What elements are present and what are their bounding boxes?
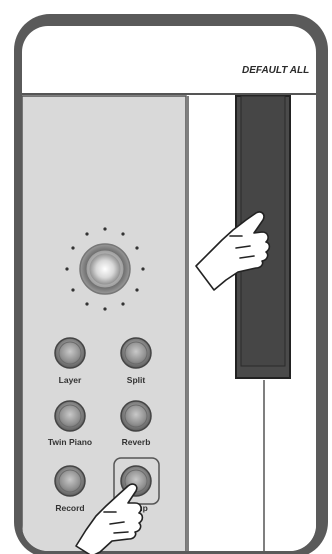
- pointing-hand-icon: [75, 483, 144, 554]
- record-button[interactable]: [54, 465, 86, 497]
- value-dial[interactable]: [79, 243, 131, 295]
- layer-label: Layer: [59, 375, 82, 385]
- reverb-button[interactable]: [120, 400, 152, 432]
- record-label: Record: [55, 503, 84, 513]
- layer-button[interactable]: [54, 337, 86, 369]
- dial-indicator-dots: [65, 227, 145, 311]
- reverb-label: Reverb: [122, 437, 151, 447]
- pointing-hand-icon: [195, 211, 271, 291]
- control-panel: [22, 95, 187, 551]
- twin-piano-label: Twin Piano: [48, 437, 92, 447]
- twin-piano-button[interactable]: [54, 400, 86, 432]
- default-all-label: DEFAULT ALL: [242, 65, 309, 76]
- split-label: Split: [127, 375, 146, 385]
- split-button[interactable]: [120, 337, 152, 369]
